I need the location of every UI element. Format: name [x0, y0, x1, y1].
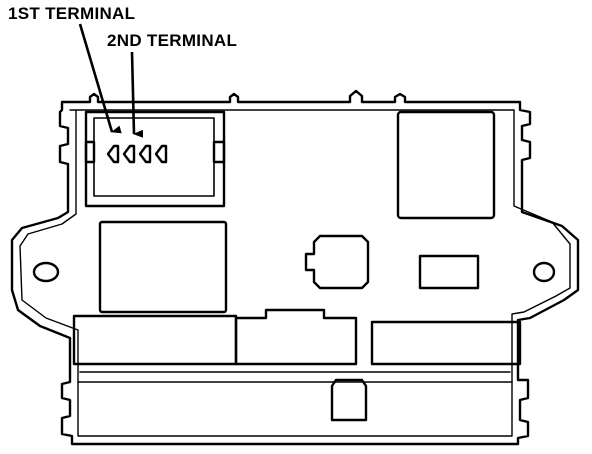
housing-outline [12, 91, 578, 444]
mounting-hole-left [34, 263, 58, 281]
second-terminal-arrow [132, 52, 144, 138]
relay-center-small [306, 236, 368, 288]
relay-left [100, 222, 226, 312]
mounting-hole-right [534, 263, 554, 281]
terminal-4 [156, 146, 166, 162]
relay-side-tab-right [214, 142, 224, 162]
connector-lower-right [372, 322, 520, 364]
second-terminal-label: 2ND TERMINAL [107, 31, 238, 50]
module-right-small [420, 256, 478, 288]
relay-block-outer [86, 112, 224, 206]
terminal-1 [108, 146, 118, 162]
connector-lower-center [236, 310, 356, 364]
first-terminal-label: 1ST TERMINAL [8, 4, 136, 23]
relay-side-tab-left [86, 142, 94, 162]
relay-upper-right [398, 112, 494, 218]
terminal-2 [124, 146, 134, 162]
relay-block-inner [94, 118, 214, 196]
connector-bottom-small [332, 380, 366, 420]
first-terminal-arrow [80, 24, 122, 134]
connector-lower-left [74, 316, 236, 364]
housing-inner-outline [20, 110, 570, 436]
terminal-3 [140, 146, 150, 162]
